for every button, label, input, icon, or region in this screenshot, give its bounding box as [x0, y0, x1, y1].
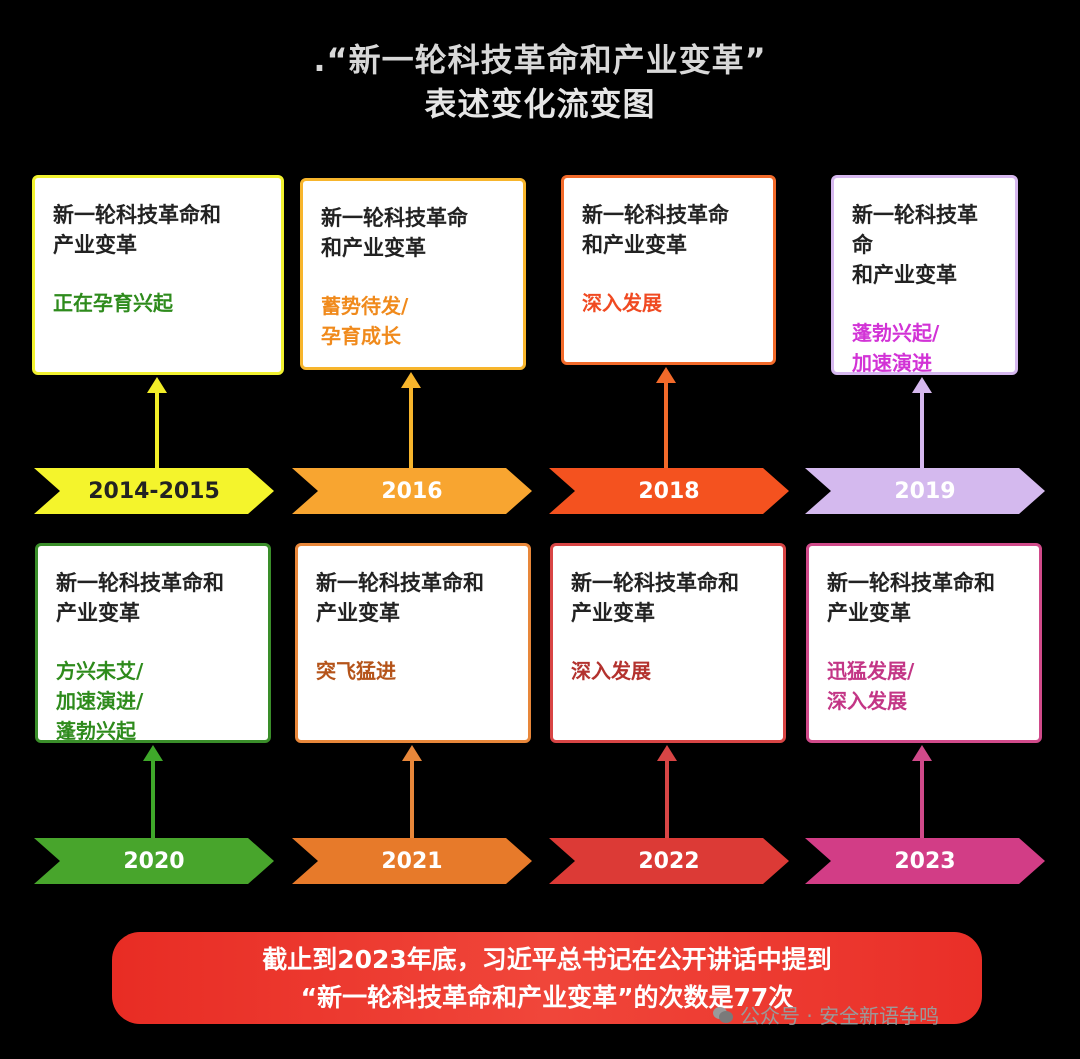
- title-line-2: 表述变化流变图: [424, 85, 656, 123]
- card-title: 新一轮科技革命和 产业变革: [56, 571, 224, 625]
- year-banner: 2020: [34, 838, 274, 884]
- year-label: 2014-2015: [88, 478, 220, 504]
- year-banner: 2023: [805, 838, 1045, 884]
- milestone-card: 新一轮科技革命和 产业变革正在孕育兴起: [32, 175, 284, 375]
- card-status: 迅猛发展/ 深入发展: [827, 659, 915, 713]
- wechat-icon: [713, 1006, 733, 1023]
- connector-arrowhead: [401, 372, 421, 388]
- year-banner: 2019: [805, 468, 1045, 514]
- card-title: 新一轮科技革命 和产业变革: [582, 203, 729, 257]
- connector-arrowhead: [143, 745, 163, 761]
- card-status: 深入发展: [571, 659, 651, 683]
- milestone-card: 新一轮科技革命和 产业变革深入发展: [550, 543, 786, 743]
- year-label: 2021: [381, 848, 443, 874]
- connector-line: [410, 761, 414, 838]
- year-label: 2018: [638, 478, 700, 504]
- year-label: 2019: [894, 478, 956, 504]
- connector-line: [151, 761, 155, 838]
- card-title: 新一轮科技革命 和产业变革: [321, 206, 468, 260]
- year-banner: 2022: [549, 838, 789, 884]
- card-status: 突飞猛进: [316, 659, 396, 683]
- connector-arrowhead: [912, 745, 932, 761]
- summary-banner: 截止到2023年底，习近平总书记在公开讲话中提到 “新一轮科技革命和产业变革”的…: [112, 932, 982, 1024]
- summary-line-1: 截止到2023年底，习近平总书记在公开讲话中提到: [262, 945, 832, 974]
- connector-arrowhead: [912, 377, 932, 393]
- card-title: 新一轮科技革命和 产业变革: [316, 571, 484, 625]
- connector-line: [665, 761, 669, 838]
- year-banner: 2016: [292, 468, 532, 514]
- milestone-card: 新一轮科技革命和 产业变革迅猛发展/ 深入发展: [806, 543, 1042, 743]
- milestone-card: 新一轮科技革命 和产业变革蓬勃兴起/ 加速演进: [831, 175, 1018, 375]
- card-status: 方兴未艾/ 加速演进/ 蓬勃兴起: [56, 659, 144, 743]
- year-label: 2020: [123, 848, 185, 874]
- card-title: 新一轮科技革命 和产业变革: [852, 203, 978, 287]
- card-status: 正在孕育兴起: [53, 291, 173, 315]
- connector-line: [920, 761, 924, 838]
- watermark-text: 公众号 · 安全新语争鸣: [740, 1004, 940, 1028]
- milestone-card: 新一轮科技革命 和产业变革蓄势待发/ 孕育成长: [300, 178, 526, 370]
- connector-line: [155, 393, 159, 468]
- summary-line-2: “新一轮科技革命和产业变革”的次数是77次: [300, 983, 794, 1012]
- year-label: 2023: [894, 848, 956, 874]
- milestone-card: 新一轮科技革命和 产业变革突飞猛进: [295, 543, 531, 743]
- card-status: 深入发展: [582, 291, 662, 315]
- card-status: 蓬勃兴起/ 加速演进: [852, 321, 940, 375]
- card-title: 新一轮科技革命和 产业变革: [571, 571, 739, 625]
- title-line-1: .“新一轮科技革命和产业变革”: [313, 41, 767, 79]
- year-label: 2022: [638, 848, 700, 874]
- year-banner: 2014-2015: [34, 468, 274, 514]
- connector-line: [920, 393, 924, 468]
- connector-arrowhead: [656, 367, 676, 383]
- connector-line: [409, 388, 413, 468]
- card-title: 新一轮科技革命和 产业变革: [827, 571, 995, 625]
- card-status: 蓄势待发/ 孕育成长: [321, 294, 409, 348]
- year-label: 2016: [381, 478, 443, 504]
- connector-arrowhead: [402, 745, 422, 761]
- milestone-card: 新一轮科技革命 和产业变革深入发展: [561, 175, 776, 365]
- milestone-card: 新一轮科技革命和 产业变革方兴未艾/ 加速演进/ 蓬勃兴起: [35, 543, 271, 743]
- watermark: 公众号 · 安全新语争鸣: [712, 1000, 939, 1029]
- diagram-title: .“新一轮科技革命和产业变革” 表述变化流变图: [0, 38, 1080, 126]
- year-banner: 2018: [549, 468, 789, 514]
- connector-arrowhead: [147, 377, 167, 393]
- connector-line: [664, 383, 668, 468]
- connector-arrowhead: [657, 745, 677, 761]
- card-title: 新一轮科技革命和 产业变革: [53, 203, 221, 257]
- year-banner: 2021: [292, 838, 532, 884]
